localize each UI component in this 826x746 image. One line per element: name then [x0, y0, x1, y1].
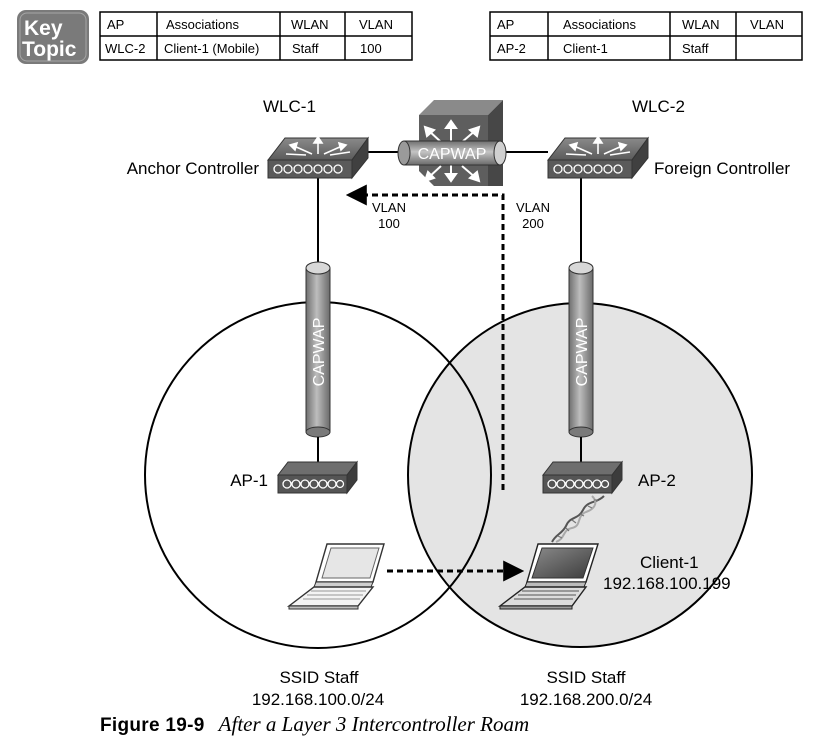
badge-line2: Topic — [22, 38, 77, 61]
wlc2-name: WLC-2 — [632, 97, 685, 116]
cell-left-ssid: SSID Staff — [279, 668, 358, 687]
anchor-traffic-path-arrow — [345, 184, 505, 490]
wlc1-role: Anchor Controller — [127, 159, 260, 178]
table2-header-associations: Associations — [563, 17, 636, 32]
table1-cell-wlan: Staff — [292, 41, 319, 56]
inter-controller-capwap-label: CAPWAP — [418, 146, 487, 163]
ap1-access-point-icon — [276, 460, 359, 495]
ap2-capwap-label: CAPWAP — [574, 318, 591, 387]
client-ip: 192.168.100.199 — [603, 574, 731, 593]
table2-cell-associations: Client-1 — [563, 41, 608, 56]
cell-right-ssid: SSID Staff — [546, 668, 625, 687]
wireless-link-icon — [551, 495, 605, 543]
client-name: Client-1 — [640, 553, 699, 572]
table2-header-ap: AP — [497, 17, 514, 32]
ap2-capwap-tunnel: CAPWAP — [568, 261, 594, 438]
vlan-right-line2: 200 — [522, 216, 544, 231]
cell-left-subnet: 192.168.100.0/24 — [252, 690, 384, 709]
table1-header-ap: AP — [107, 17, 124, 32]
client1-laptop-icon — [497, 543, 599, 610]
table2-cell-wlan: Staff — [682, 41, 709, 56]
figure-number: Figure 19-9 — [100, 715, 205, 736]
cell-right-subnet: 192.168.200.0/24 — [520, 690, 652, 709]
vlan-right-line1: VLAN — [516, 200, 550, 215]
table1-cell-ap: WLC-2 — [105, 41, 145, 56]
table1-cell-associations: Client-1 (Mobile) — [164, 41, 259, 56]
table2-cell-ap: AP-2 — [497, 41, 526, 56]
wlc1-name: WLC-1 — [263, 97, 316, 116]
table2-header-vlan: VLAN — [750, 17, 784, 32]
table1-header-wlan: WLAN — [291, 17, 329, 32]
figure-title: After a Layer 3 Intercontroller Roam — [218, 712, 530, 736]
table1-header-associations: Associations — [166, 17, 239, 32]
inter-controller-capwap-tunnel: CAPWAP — [397, 140, 507, 166]
key-topic-badge: Key Topic — [17, 10, 89, 64]
ap2-label: AP-2 — [638, 471, 676, 490]
ap1-label: AP-1 — [230, 471, 268, 490]
vlan-left-line2: 100 — [378, 216, 400, 231]
ap2-access-point-icon — [541, 460, 624, 495]
wlc2-controller-icon — [546, 135, 649, 180]
wlc2-association-table: AP Associations WLAN VLAN AP-2 Client-1 … — [489, 11, 803, 61]
figure-caption: Figure 19-9 After a Layer 3 Intercontroll… — [100, 712, 529, 737]
table1-header-vlan: VLAN — [359, 17, 393, 32]
laptop-previous-position-icon — [286, 543, 385, 610]
wlc1-association-table: AP Associations WLAN VLAN WLC-2 Client-1… — [99, 11, 413, 61]
table2-header-wlan: WLAN — [682, 17, 720, 32]
wlc1-controller-icon — [266, 135, 369, 180]
badge-line1: Key — [24, 17, 63, 40]
vlan-left-line1: VLAN — [372, 200, 406, 215]
wlc2-role: Foreign Controller — [654, 159, 790, 178]
ap1-capwap-label: CAPWAP — [311, 318, 328, 387]
table1-cell-vlan: 100 — [360, 41, 382, 56]
ap1-capwap-tunnel: CAPWAP — [305, 261, 331, 438]
